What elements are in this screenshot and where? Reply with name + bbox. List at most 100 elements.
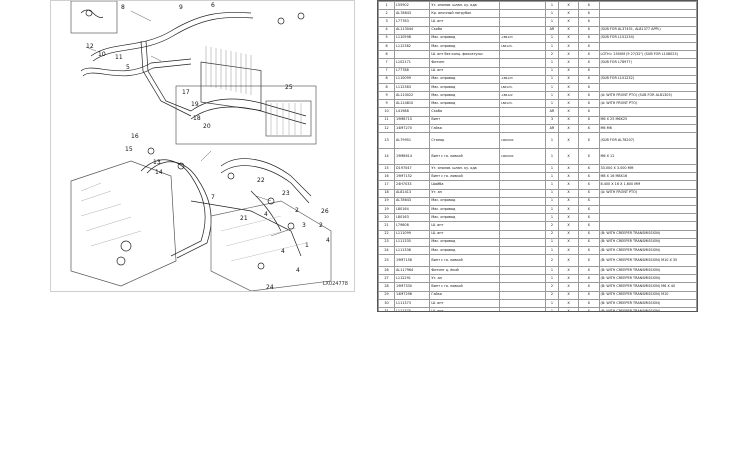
remarks-cell: M8 X 16 M8X16 <box>598 172 697 182</box>
figure-code: LX024778 <box>322 281 348 287</box>
remarks-cell <box>598 204 697 215</box>
callout: 3 <box>302 222 306 229</box>
serial-range-cell <box>498 245 547 256</box>
quantity-cell: 1 <box>545 298 559 309</box>
part-number-cell: L111375 <box>394 306 431 311</box>
description-cell: Мас. опровод <box>429 99 500 109</box>
fit-mark-cell: X <box>557 306 580 311</box>
position-cell: 6 <box>378 41 396 52</box>
part-number-cell: AL110022 <box>394 91 431 101</box>
serial-range-cell: 186123- <box>498 82 547 93</box>
fit-mark-cell: X <box>557 50 580 60</box>
quantity-cell: 2 <box>545 290 559 300</box>
part-number-cell: L110598 <box>394 33 431 43</box>
position-cell: 23 <box>378 237 396 247</box>
remarks-cell: M6 M6 <box>598 123 697 134</box>
part-number-cell: 14M7270 <box>394 123 431 134</box>
callout: 2 <box>319 222 323 229</box>
fit-mark-cell: X <box>557 66 580 76</box>
remarks-cell: M6 X 25 M6X25 <box>598 115 697 125</box>
description-cell: Мас. опровод <box>429 204 500 215</box>
position-cell: 22 <box>378 229 396 239</box>
fit-mark-cell: X <box>578 188 600 198</box>
part-number-cell: AL78643 <box>394 196 431 206</box>
description-cell: Ш. ант <box>429 229 500 239</box>
fit-mark-cell: X <box>557 33 580 43</box>
fit-mark-cell: X <box>557 213 580 223</box>
callout: 8 <box>121 4 125 11</box>
position-cell: 19 <box>378 196 396 206</box>
part-number-cell <box>394 50 431 60</box>
description-cell: Мас. опровод <box>429 213 500 223</box>
quantity-cell: 1 <box>545 58 559 68</box>
serial-range-cell <box>498 25 547 35</box>
remarks-cell <box>598 107 697 117</box>
position-cell: 18 <box>378 188 396 198</box>
serial-range-cell <box>498 163 547 174</box>
remarks-cell <box>598 9 697 19</box>
callout: 11 <box>115 54 123 61</box>
part-number-cell: L102171 <box>394 58 431 68</box>
fit-mark-cell: X <box>557 180 580 190</box>
callout: 4 <box>296 267 300 274</box>
part-number-cell: L111336 <box>394 245 431 256</box>
quantity-cell: 1 <box>545 245 559 256</box>
fit-mark-cell: X <box>578 107 600 117</box>
fit-mark-cell: X <box>578 9 600 19</box>
description-cell: Мас. опровод <box>429 91 500 101</box>
part-number-cell: 19M7330 <box>394 282 431 292</box>
fit-mark-cell: X <box>557 74 580 84</box>
description-cell: Винт с го. ловкой <box>429 172 500 182</box>
remarks-cell <box>598 213 697 223</box>
part-number-cell: L111099 <box>394 229 431 239</box>
description-cell: Винт с го. ловкой <box>429 148 500 165</box>
callout: 6 <box>211 2 215 9</box>
quantity-cell: 1 <box>545 196 559 206</box>
quantity-cell: 2 <box>545 221 559 231</box>
fit-mark-cell: X <box>578 306 600 311</box>
part-number-cell: D197047 <box>394 163 431 174</box>
serial-range-cell <box>498 50 547 60</box>
fit-mark-cell: X <box>557 163 580 174</box>
description-cell: Мас. опровод <box>429 41 500 52</box>
part-number-cell: L77783 <box>394 17 431 27</box>
serial-range-cell <box>498 254 547 268</box>
remarks-cell: LGTH= 2500М (9 27/32") (SUB FOR L108025) <box>598 50 697 60</box>
quantity-cell: 1 <box>545 213 559 223</box>
fit-mark-cell: X <box>557 254 580 268</box>
callout-numbers: 8 9 6 12 10 11 5 20 19 18 17 25 16 15 13… <box>86 2 330 291</box>
serial-range-cell <box>498 266 547 276</box>
part-number-cell: L79808 <box>394 221 431 231</box>
serial-range-cell <box>498 123 547 134</box>
fit-mark-cell: X <box>557 298 580 309</box>
fit-mark-cell: X <box>557 132 580 149</box>
serial-range-cell <box>498 213 547 223</box>
fit-mark-cell: X <box>557 41 580 52</box>
remarks-cell: (B: WITH CREEPER TRANSMISSION) <box>598 306 697 311</box>
quantity-cell: 1 <box>545 266 559 276</box>
remarks-cell <box>598 1 697 11</box>
fit-mark-cell: X <box>557 91 580 101</box>
description-cell: Ш. ант без конц. фиксатусьс <box>429 50 500 60</box>
quantity-cell: 1 <box>545 82 559 93</box>
quantity-cell: 1 <box>545 66 559 76</box>
fit-mark-cell: X <box>578 237 600 247</box>
callout: 15 <box>125 146 133 153</box>
position-cell: 11 <box>378 115 396 125</box>
remarks-cell: (B: WITH CREEPER TRANSMISSION) <box>598 298 697 309</box>
remarks-cell: (B: WITH CREEPER TRANSMISSION) <box>598 245 697 256</box>
part-number-cell: AL117964 <box>394 266 431 276</box>
callout: 9 <box>179 4 183 11</box>
